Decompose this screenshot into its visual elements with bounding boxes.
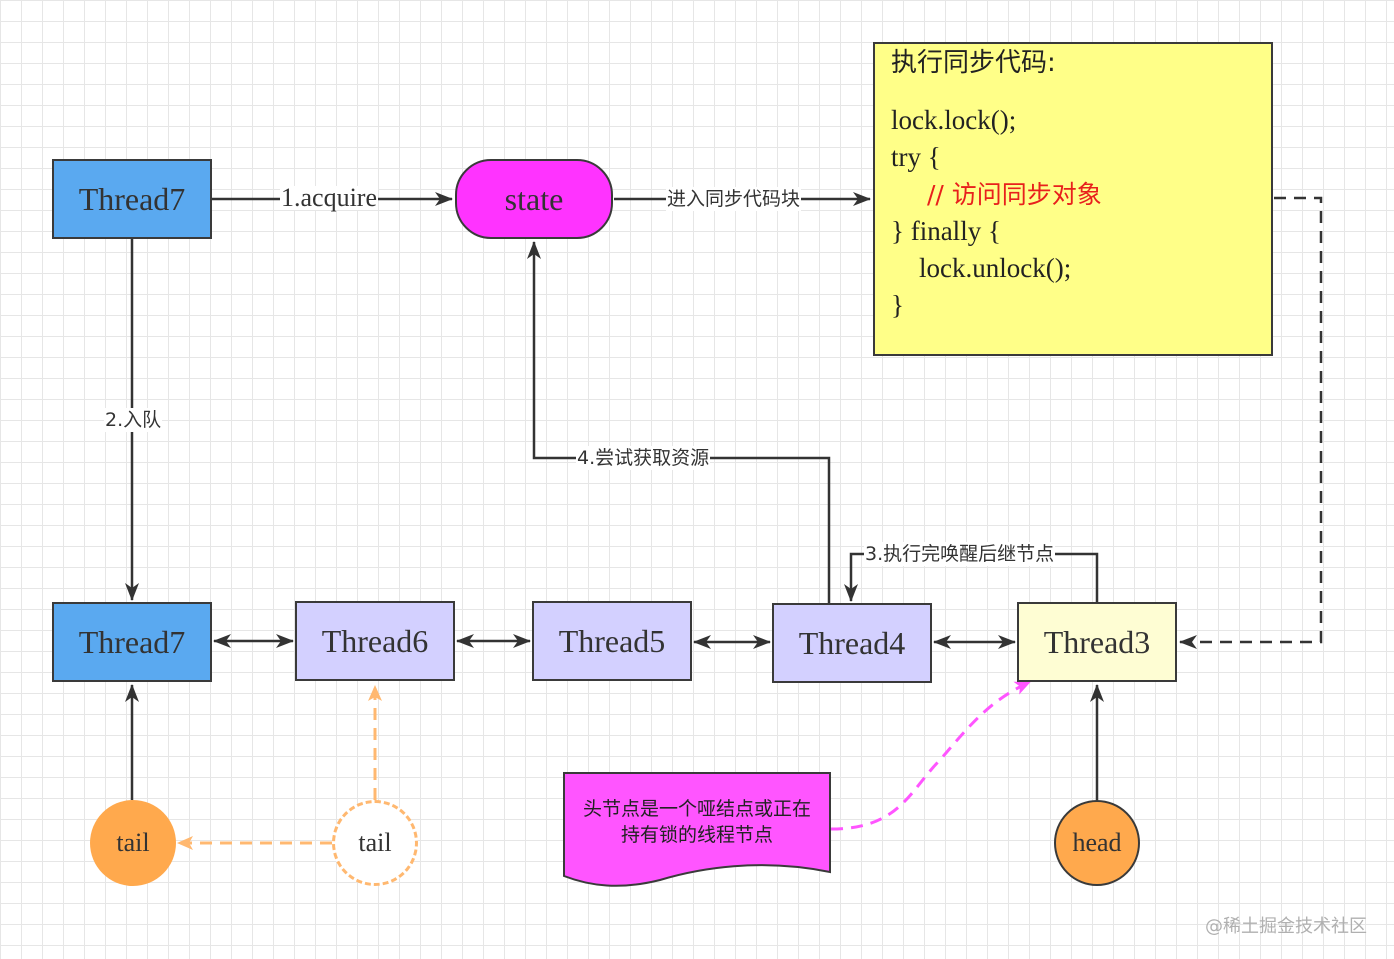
tail-new-label: tail bbox=[116, 828, 150, 857]
thread7-active-node[interactable]: Thread7 bbox=[52, 159, 212, 239]
thread6-label: Thread6 bbox=[321, 622, 429, 659]
code-line-close: } bbox=[891, 290, 904, 320]
note-shape bbox=[563, 772, 831, 887]
thread7-queue-node[interactable]: Thread7 bbox=[52, 602, 212, 682]
code-line-finally: } finally { bbox=[891, 216, 1001, 246]
code-line-unlock: lock.unlock(); bbox=[919, 253, 1072, 283]
thread5-node[interactable]: Thread5 bbox=[532, 601, 692, 681]
note-line-1: 头节点是一个哑结点或正在 bbox=[582, 798, 811, 820]
thread3-node[interactable]: Thread3 bbox=[1017, 602, 1177, 682]
thread5-label: Thread5 bbox=[558, 622, 666, 659]
state-node[interactable]: state bbox=[455, 159, 613, 239]
watermark: @稀土掘金技术社区 bbox=[1205, 916, 1367, 937]
label-enter-sync: 进入同步代码块 bbox=[666, 187, 802, 211]
thread3-label: Thread3 bbox=[1043, 623, 1151, 660]
label-try-acquire: 4.尝试获取资源 bbox=[576, 446, 711, 470]
code-line-comment: // 访问同步对象 bbox=[927, 180, 1102, 209]
state-label: state bbox=[504, 180, 564, 217]
label-acquire: 1.acquire bbox=[280, 183, 379, 212]
edge-code-to-thread3 bbox=[1179, 196, 1323, 649]
label-enqueue: 2.入队 bbox=[104, 408, 163, 432]
head-label: head bbox=[1072, 828, 1122, 857]
edge-note-to-thread3 bbox=[830, 680, 1031, 831]
note-line-2: 持有锁的线程节点 bbox=[620, 824, 773, 846]
code-line-lock: lock.lock(); bbox=[891, 105, 1017, 135]
sync-code-block: 执行同步代码: lock.lock(); try { // 访问同步对象 } f… bbox=[873, 42, 1273, 356]
thread4-label: Thread4 bbox=[798, 624, 906, 661]
thread6-node[interactable]: Thread6 bbox=[295, 601, 455, 681]
tail-old-circle[interactable]: tail bbox=[332, 800, 418, 886]
head-circle[interactable]: head bbox=[1054, 800, 1140, 886]
tail-new-circle[interactable]: tail bbox=[90, 800, 176, 886]
thread7-active-label: Thread7 bbox=[78, 180, 186, 217]
note-text: 头节点是一个哑结点或正在 持有锁的线程节点 bbox=[566, 796, 828, 848]
label-wake-successor: 3.执行完唤醒后继节点 bbox=[864, 542, 1056, 566]
edge-try-acquire bbox=[527, 241, 831, 603]
code-block-title: 执行同步代码: bbox=[891, 48, 1056, 78]
thread7-queue-label: Thread7 bbox=[78, 623, 186, 660]
thread4-node[interactable]: Thread4 bbox=[772, 603, 932, 683]
tail-old-label: tail bbox=[358, 828, 392, 857]
code-line-try: try { bbox=[891, 142, 941, 172]
